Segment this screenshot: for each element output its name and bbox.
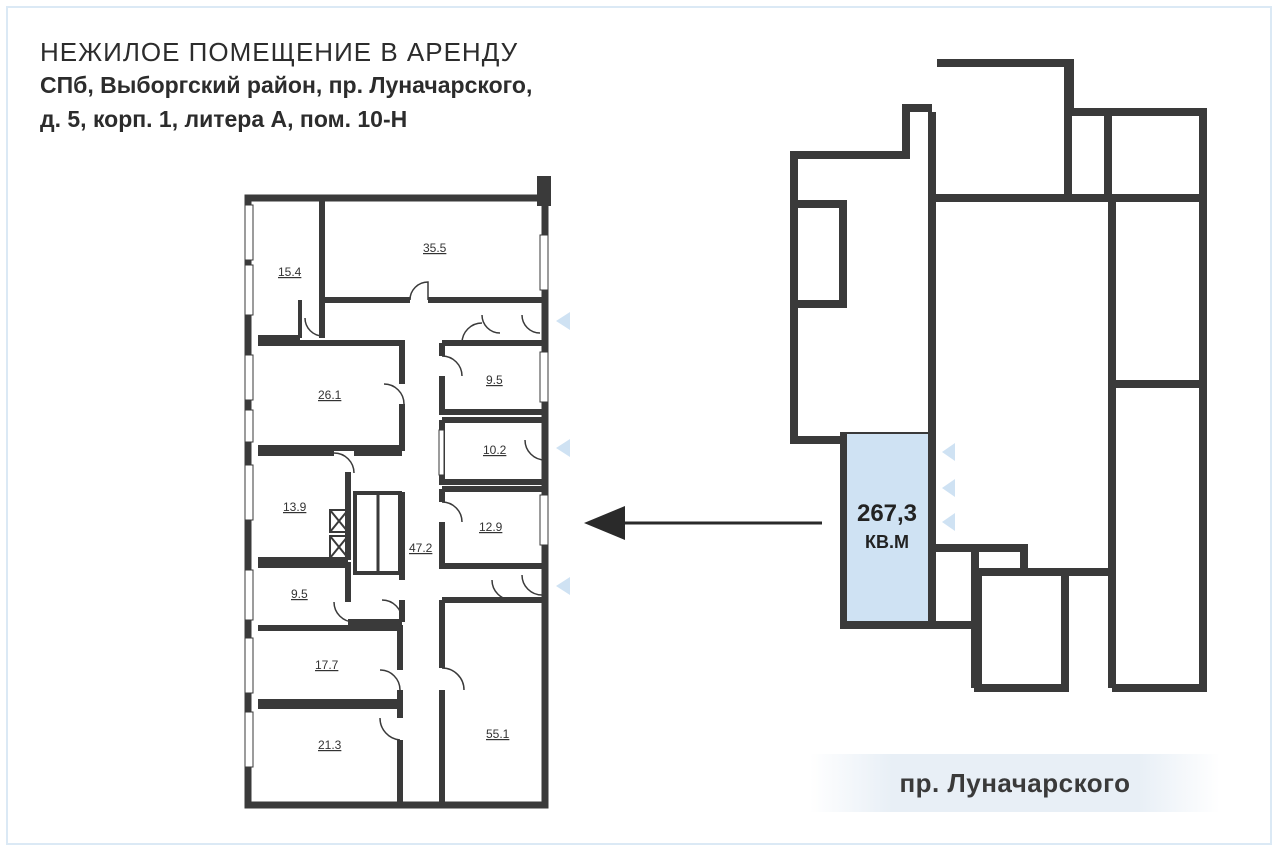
direction-arrow <box>584 506 822 540</box>
entrance-marker <box>942 443 955 461</box>
windows <box>244 204 549 768</box>
room-label: 17.7 <box>315 658 339 672</box>
door-swings <box>304 281 546 741</box>
room-label: 13.9 <box>283 500 307 514</box>
room-label: 15.4 <box>278 265 302 279</box>
area-value: 267,3 <box>856 499 918 527</box>
room-label: 9.5 <box>291 587 308 601</box>
room-labels: 15.4 35.5 26.1 9.5 10.2 12.9 13.9 47.2 9… <box>278 241 510 752</box>
room-label: 12.9 <box>479 520 503 534</box>
entrance-markers-site <box>942 443 955 531</box>
entrance-markers-plan <box>556 312 570 595</box>
page-title: НЕЖИЛОЕ ПОМЕЩЕНИЕ В АРЕНДУ <box>40 37 519 67</box>
room-label: 47.2 <box>409 541 433 555</box>
site-plan <box>790 59 1207 692</box>
room-label: 35.5 <box>423 241 447 255</box>
address-line-1: СПб, Выборгский район, пр. Луначарского, <box>40 72 533 98</box>
entrance-marker <box>556 577 570 595</box>
street-name: пр. Луначарского <box>899 767 1131 798</box>
entrance-marker <box>942 479 955 497</box>
entrance-marker <box>556 439 570 457</box>
room-label: 55.1 <box>486 727 510 741</box>
room-label: 10.2 <box>483 443 507 457</box>
area-label: 267,3 КВ.М <box>847 432 927 620</box>
room-label: 9.5 <box>486 373 503 387</box>
area-unit: КВ.М <box>865 531 909 552</box>
page-frame <box>6 6 1272 845</box>
header: НЕЖИЛОЕ ПОМЕЩЕНИЕ В АРЕНДУ СПб, Выборгск… <box>40 36 532 136</box>
room-label: 21.3 <box>318 738 342 752</box>
address-line-2: д. 5, корп. 1, литера А, пом. 10-Н <box>40 106 408 132</box>
entrance-marker <box>942 513 955 531</box>
entrance-marker <box>556 312 570 330</box>
stair-blocks <box>329 509 349 559</box>
street-label: пр. Луначарского <box>810 754 1220 812</box>
room-label: 26.1 <box>318 388 342 402</box>
highlighted-unit <box>847 433 928 621</box>
